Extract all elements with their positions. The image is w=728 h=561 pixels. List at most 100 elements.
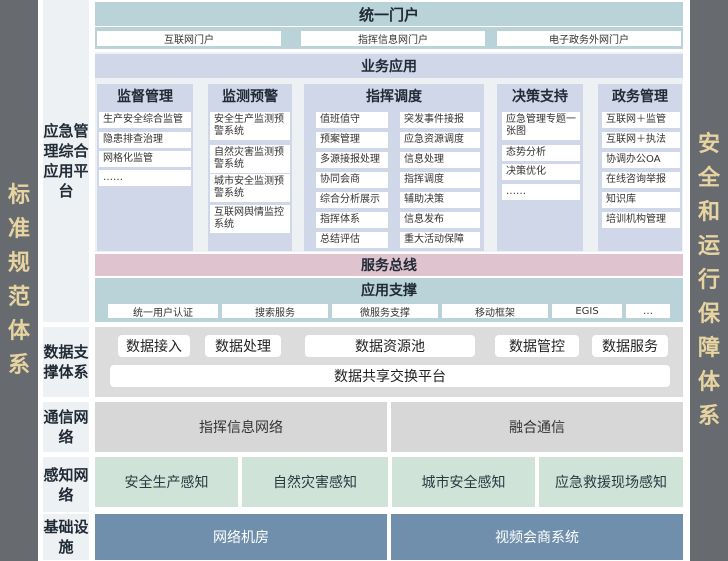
column-header-government: 政务管理 bbox=[612, 89, 668, 105]
sense-city[interactable]: 城市安全感知 bbox=[392, 457, 535, 507]
data-ingest-button[interactable]: 数据接入 bbox=[118, 335, 190, 357]
side-char: 范 bbox=[7, 284, 30, 310]
list-item[interactable]: 信息处理 bbox=[400, 152, 480, 168]
list-item[interactable]: 预案管理 bbox=[316, 132, 388, 148]
side-char: 系 bbox=[697, 403, 720, 429]
support-item-microservice[interactable]: 微服务支撑 bbox=[332, 304, 438, 319]
column-supervision bbox=[97, 84, 193, 251]
support-item-search[interactable]: 搜索服务 bbox=[222, 304, 328, 319]
label-line: 支撑 bbox=[43, 343, 89, 381]
side-char: 行 bbox=[697, 267, 720, 293]
list-item[interactable]: 重大活动保障 bbox=[400, 232, 480, 248]
list-item[interactable]: 城市安全监测预警系统 bbox=[210, 174, 290, 202]
list-item[interactable]: 协调办公OA bbox=[602, 152, 680, 168]
list-item[interactable]: 指挥体系 bbox=[316, 212, 388, 228]
label-platform: 应急管理综合应用平台 bbox=[43, 0, 89, 322]
list-item[interactable]: 培训机构管理 bbox=[602, 212, 680, 228]
support-item-more[interactable]: … bbox=[626, 304, 670, 318]
label-line: 应用 bbox=[43, 162, 74, 180]
list-item[interactable]: …… bbox=[502, 184, 580, 200]
portal-command-net[interactable]: 指挥信息网门户 bbox=[301, 31, 485, 46]
list-item[interactable]: 辅助决策 bbox=[400, 192, 480, 208]
list-item[interactable]: 总结评估 bbox=[316, 232, 388, 248]
side-char: 运 bbox=[697, 233, 720, 259]
list-item[interactable]: 协同会商 bbox=[316, 172, 388, 188]
side-char: 体 bbox=[697, 369, 720, 395]
infra-video-conference[interactable]: 视频会商系统 bbox=[391, 514, 683, 560]
label-line: 基础 bbox=[43, 518, 74, 536]
list-item[interactable]: 互联网＋执法 bbox=[602, 132, 680, 148]
list-item[interactable]: 自然灾害监测预警系统 bbox=[210, 145, 290, 173]
list-item[interactable]: 态势分析 bbox=[502, 145, 580, 161]
right-side-bar: 安全和运行保障体系 bbox=[690, 0, 728, 561]
label-infra: 基础设施 bbox=[43, 514, 89, 560]
side-char: 保 bbox=[697, 301, 720, 327]
data-exchange-platform[interactable]: 数据共享交换平台 bbox=[110, 365, 670, 387]
portal-title: 统一门户 bbox=[95, 2, 683, 26]
service-bus: 服务总线 bbox=[95, 254, 683, 276]
support-item-auth[interactable]: 统一用户认证 bbox=[108, 304, 218, 319]
list-item[interactable]: 突发事件接报 bbox=[400, 112, 480, 128]
label-data: 数据支撑体系 bbox=[43, 327, 89, 397]
business-title: 业务应用 bbox=[95, 54, 683, 78]
support-title: 应用支撑 bbox=[361, 283, 417, 299]
list-item[interactable]: 多源接报处理 bbox=[316, 152, 388, 168]
list-item[interactable]: 生产安全综合监管 bbox=[99, 112, 191, 128]
column-header-command: 指挥调度 bbox=[366, 89, 422, 105]
label-line: 网络 bbox=[58, 408, 89, 446]
side-char: 和 bbox=[697, 199, 720, 225]
label-sense: 感知网络 bbox=[43, 457, 89, 512]
list-item[interactable]: 安全生产监测预警系统 bbox=[210, 112, 290, 140]
data-resource-pool-button[interactable]: 数据资源池 bbox=[305, 335, 475, 357]
list-item[interactable]: 决策优化 bbox=[502, 164, 580, 180]
label-line: 综合 bbox=[58, 142, 89, 160]
column-header-supervision: 监督管理 bbox=[117, 89, 173, 105]
label-line: 管理 bbox=[43, 122, 89, 160]
side-char: 障 bbox=[697, 335, 720, 361]
support-item-mobile[interactable]: 移动框架 bbox=[442, 304, 548, 319]
comm-converged[interactable]: 融合通信 bbox=[391, 402, 683, 452]
label-line: 设施 bbox=[58, 518, 89, 556]
list-item[interactable]: 指挥调度 bbox=[400, 172, 480, 188]
list-item[interactable]: 互联网舆情监控系统 bbox=[210, 205, 290, 233]
list-item[interactable]: 知识库 bbox=[602, 192, 680, 208]
infra-server-room[interactable]: 网络机房 bbox=[95, 514, 387, 560]
list-item[interactable]: …… bbox=[99, 170, 191, 186]
label-line: 感知 bbox=[43, 465, 74, 484]
sense-disaster[interactable]: 自然灾害感知 bbox=[242, 457, 388, 507]
label-line: 通信 bbox=[43, 408, 74, 426]
side-char: 标 bbox=[7, 182, 30, 208]
list-item[interactable]: 在线咨询举报 bbox=[602, 172, 680, 188]
left-side-bar: 标准规范体系 bbox=[0, 0, 38, 561]
label-line: 平台 bbox=[58, 162, 89, 200]
list-item[interactable]: 值班值守 bbox=[316, 112, 388, 128]
list-item[interactable]: 隐患排查治理 bbox=[99, 132, 191, 148]
column-header-decision: 决策支持 bbox=[512, 89, 568, 105]
list-item[interactable]: 综合分析展示 bbox=[316, 192, 388, 208]
label-line: 应急 bbox=[43, 122, 74, 140]
list-item[interactable]: 应急资源调度 bbox=[400, 132, 480, 148]
comm-command-network[interactable]: 指挥信息网络 bbox=[95, 402, 387, 452]
side-char: 系 bbox=[7, 352, 30, 378]
list-item[interactable]: 互联网＋监管 bbox=[602, 112, 680, 128]
sense-production[interactable]: 安全生产感知 bbox=[95, 457, 238, 507]
list-item[interactable]: 应急管理专题一张图 bbox=[502, 112, 580, 140]
column-header-monitoring: 监测预警 bbox=[222, 89, 278, 105]
data-processing-button[interactable]: 数据处理 bbox=[205, 335, 281, 357]
label-line: 网络 bbox=[58, 465, 89, 504]
side-char: 安 bbox=[697, 131, 720, 157]
portal-egov[interactable]: 电子政务外网门户 bbox=[497, 31, 681, 46]
data-service-button[interactable]: 数据服务 bbox=[592, 335, 668, 357]
side-char: 规 bbox=[7, 250, 30, 276]
list-item[interactable]: 信息发布 bbox=[400, 212, 480, 228]
portal-internet[interactable]: 互联网门户 bbox=[97, 31, 281, 46]
label-line: 数据 bbox=[43, 343, 74, 361]
label-line: 体系 bbox=[58, 363, 89, 381]
side-char: 准 bbox=[7, 216, 30, 242]
data-governance-button[interactable]: 数据管控 bbox=[495, 335, 579, 357]
sense-rescue[interactable]: 应急救援现场感知 bbox=[539, 457, 683, 507]
list-item[interactable]: 网格化监管 bbox=[99, 151, 191, 167]
side-char: 全 bbox=[697, 165, 720, 191]
support-item-egis[interactable]: EGIS bbox=[552, 304, 622, 318]
label-comm: 通信网络 bbox=[43, 402, 89, 452]
